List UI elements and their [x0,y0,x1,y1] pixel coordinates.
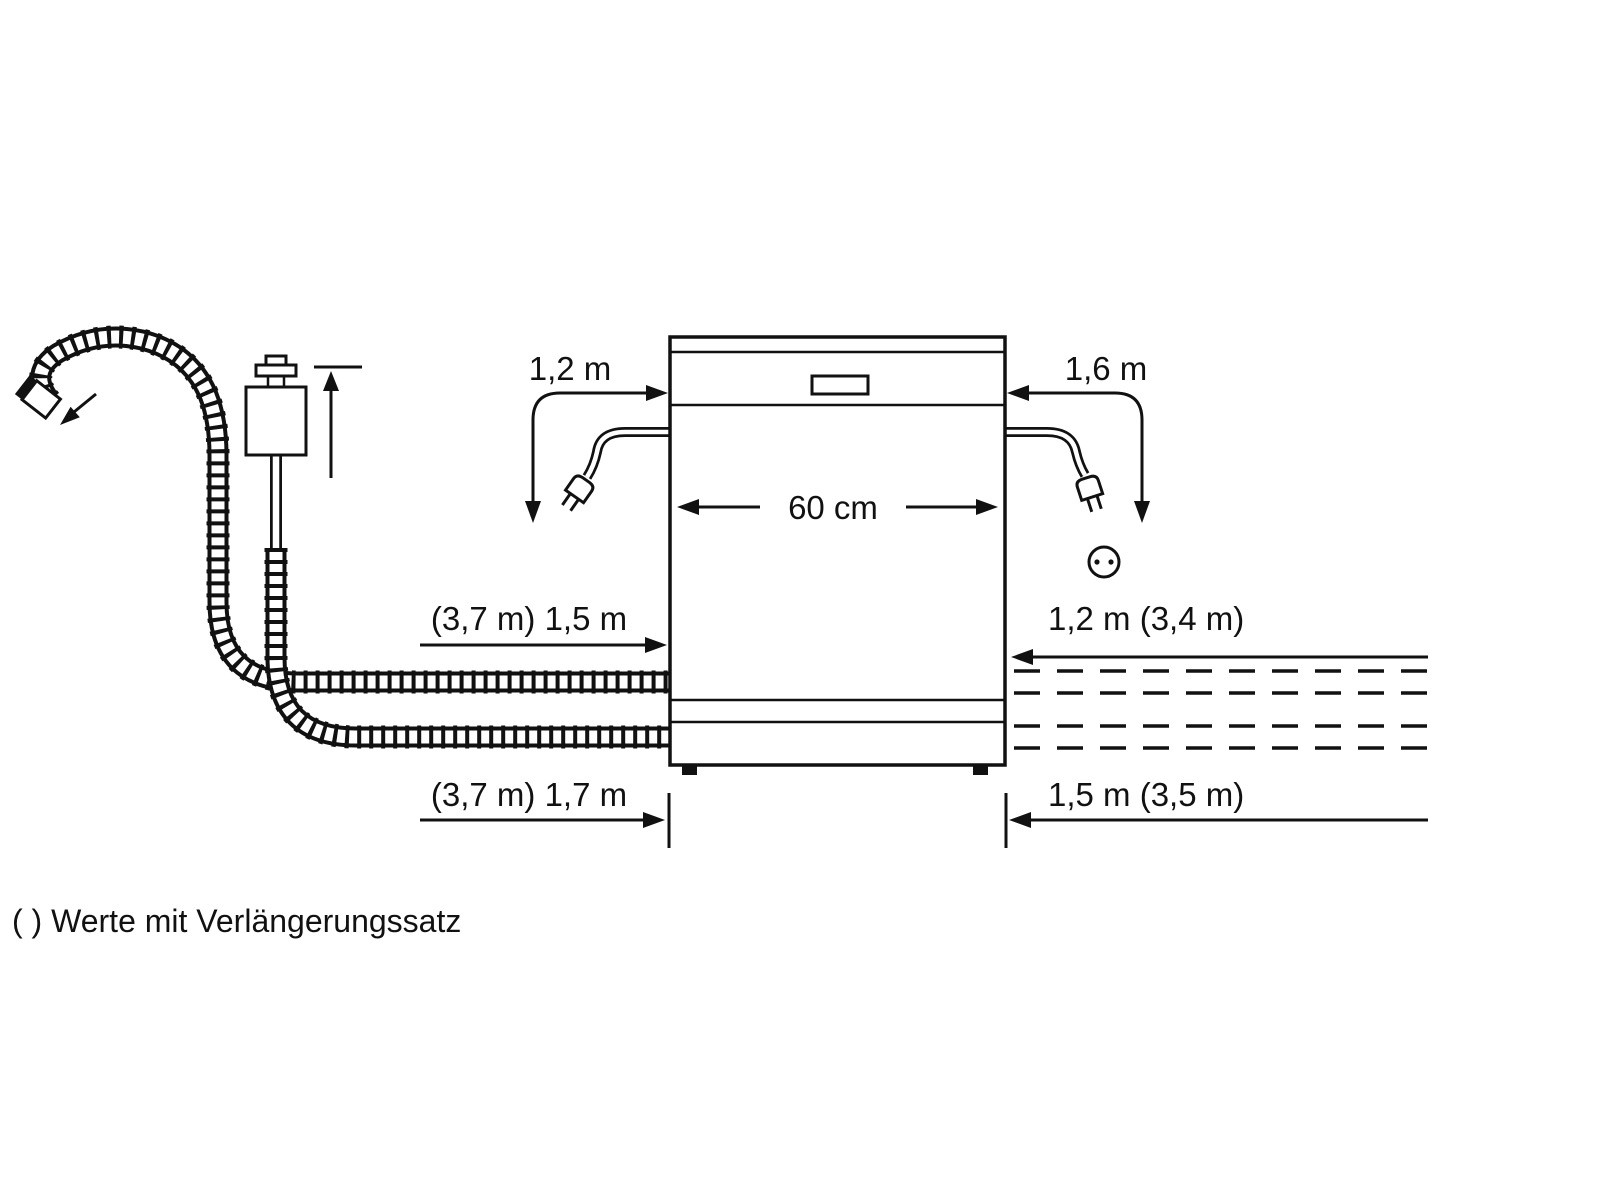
width-measure-arrow [677,499,998,515]
label-supply-hose-front: (3,7 m) 1,7 m [431,776,627,813]
power-cord-right [1003,427,1090,478]
tap-height-arrow [314,365,362,478]
power-plug-left-icon [561,474,595,512]
foot-left [682,765,697,775]
supply-hose [264,450,672,749]
label-supply-hose-right: 1,5 m (3,5 m) [1048,776,1244,813]
footnote: ( ) Werte mit Verlängerungssatz [12,903,461,939]
label-power-cord-right: 1,6 m [1065,350,1148,387]
label-drain-hose-front: (3,7 m) 1,5 m [431,600,627,637]
measure-arrow-supply-right [1004,793,1428,848]
power-plug-right-icon [1075,474,1105,513]
drain-hose-end-fitting-icon [14,375,63,421]
drain-hose-direction-arrow [60,392,97,425]
label-drain-hose-right: 1,2 m (3,4 m) [1048,600,1244,637]
foot-right [973,765,988,775]
dishwasher [668,335,1007,775]
aquastop-valve-icon [244,385,308,457]
label-power-cord-left: 1,2 m [529,350,612,387]
hose-continuation-dashes [1014,669,1430,750]
label-width: 60 cm [788,489,878,526]
control-panel-display [810,374,870,396]
drain-hose [29,325,672,694]
power-socket-icon [1087,545,1121,579]
measure-arrow-cord-right [1007,385,1150,523]
power-cord-left [582,427,672,480]
measure-arrow-drain-right [1011,649,1428,665]
measure-arrow-cord-left [525,385,668,523]
measure-arrow-supply-front [420,793,671,848]
tap-connector-icon [254,354,298,387]
measure-arrow-drain-front [420,637,667,653]
